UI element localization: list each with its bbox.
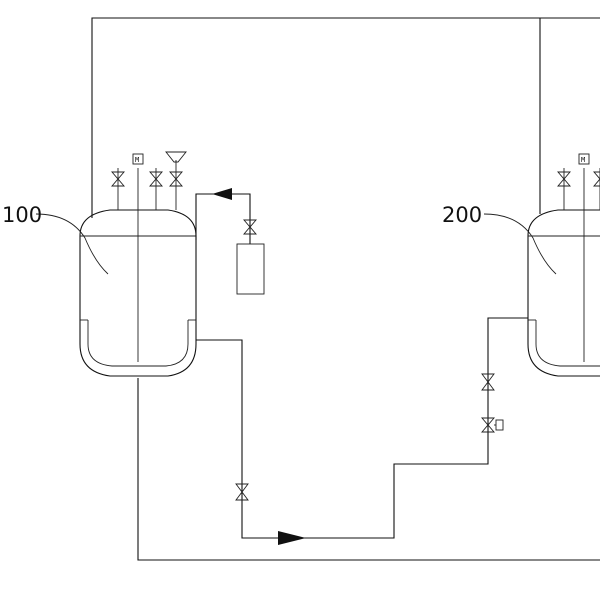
vessel-200-gauge: M	[578, 153, 590, 165]
vessel-100	[35, 168, 197, 377]
vessel-200-label: 200	[442, 203, 482, 227]
transfer-pipe	[196, 317, 528, 545]
feed-tank	[236, 243, 265, 295]
vessel-100-funnel	[165, 151, 187, 163]
bottom-return-pipe	[137, 378, 600, 561]
vessel-200-valve-1	[557, 168, 571, 210]
transfer-valve-1	[235, 483, 249, 493]
side-feed-pipe	[195, 188, 265, 295]
vessel-200-valve-2	[593, 168, 600, 210]
vessel-100-valve-3	[169, 160, 183, 210]
gauge-100-text: M	[135, 156, 139, 164]
vessel-200	[483, 168, 600, 377]
transfer-valve-3	[481, 417, 495, 426]
vessel-100-valve-1	[111, 168, 125, 210]
flow-arrow-right	[278, 531, 306, 545]
transfer-valve-2	[481, 373, 495, 383]
vessel-100-valve-2	[149, 168, 163, 210]
vessel-100-gauge: M	[132, 153, 144, 165]
gauge-200-text: M	[581, 156, 585, 164]
flow-arrow-left	[212, 188, 232, 200]
overhead-pipe	[91, 17, 600, 218]
vessel-100-label: 100	[2, 203, 42, 227]
